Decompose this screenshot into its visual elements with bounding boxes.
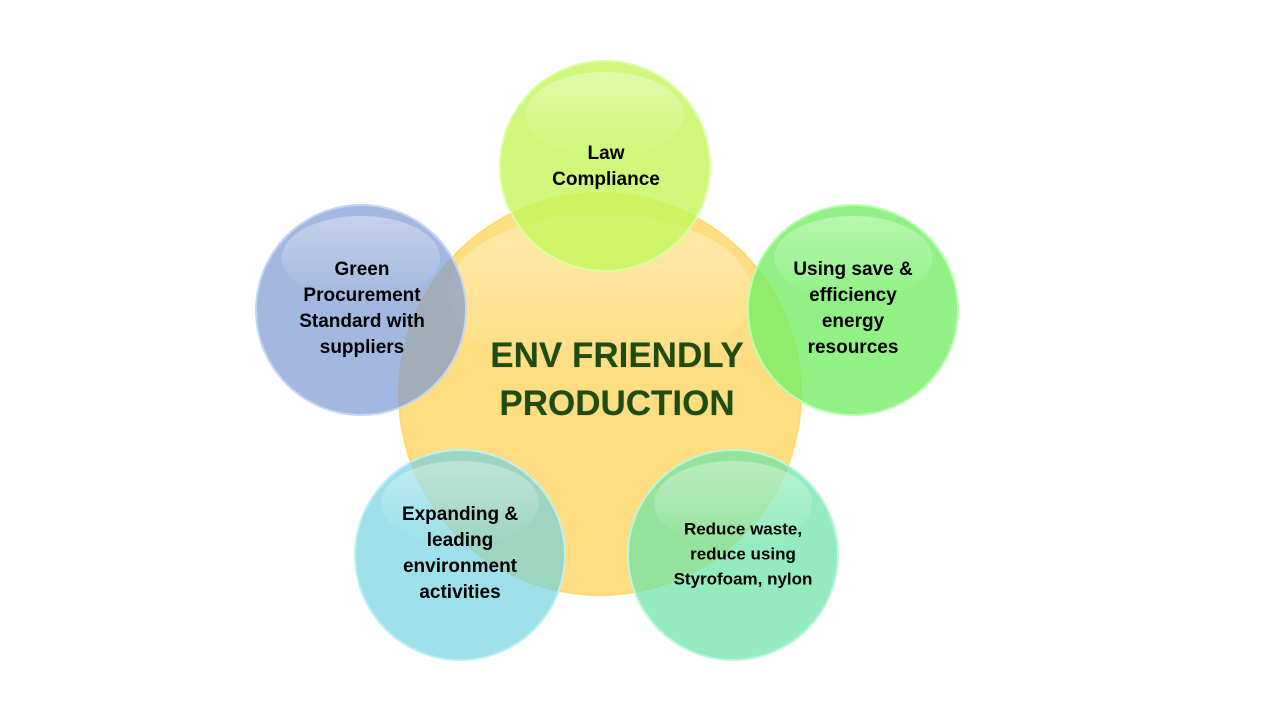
hub-label: ENV FRIENDLY PRODUCTION [490,336,744,423]
satellite-label-green-procurement: Green Procurement Standard with supplier… [299,259,425,358]
satellite-label-waste: Reduce waste, reduce using Styrofoam, ny… [673,519,813,589]
satellite-label-energy: Using save & efficiency energy resources [793,259,913,358]
satellite-label-law: Law Compliance [552,143,660,190]
satellite-circle-energy [747,204,959,416]
satellite-circle-green-procurement [255,204,467,416]
satellite-circle-law [499,60,711,272]
satellite-circle-environment [354,449,566,661]
satellite-label-environment: Expanding & leading environment activiti… [401,504,519,603]
satellite-circle-waste [627,449,839,661]
